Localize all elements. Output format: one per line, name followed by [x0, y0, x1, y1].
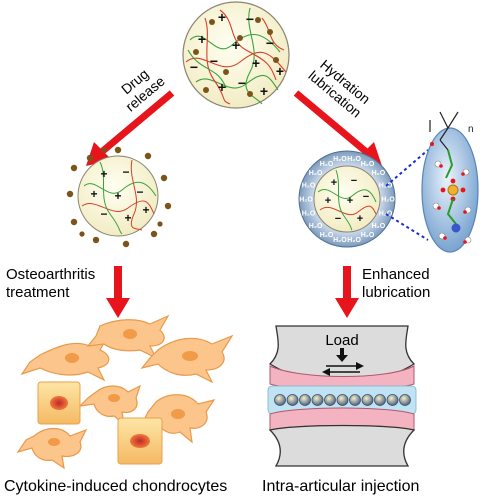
- down-arrow-icon: [106, 266, 130, 318]
- charge-sign: +: [218, 9, 226, 25]
- charge-sign: +: [114, 189, 121, 203]
- water-molecule-label: H₂O: [320, 161, 334, 168]
- oa-line-2: treatment: [6, 284, 70, 301]
- water-molecule-label: H₂O: [302, 211, 316, 218]
- charge-sign: −: [246, 11, 254, 27]
- charge-sign: +: [218, 79, 226, 95]
- nanoparticle-bead: [386, 394, 399, 406]
- drug-molecules: [66, 146, 172, 248]
- charge-sign: −: [210, 53, 218, 69]
- zoom-lines: [385, 149, 429, 241]
- water-molecule-label: H₂O: [320, 232, 334, 239]
- water-molecule-label: H₂O: [299, 197, 313, 204]
- charge-sign: −: [351, 175, 357, 187]
- water-molecule-label: H₂O: [309, 223, 323, 230]
- water-molecule-label: H₂O: [372, 170, 386, 177]
- down-arrow-icon: [335, 266, 359, 318]
- knee-joint-illustration: Load: [267, 325, 417, 467]
- charge-sign: +: [357, 213, 363, 225]
- chondrocytes-illustration: [16, 314, 234, 470]
- nanoparticle-bead: [374, 394, 386, 406]
- nanoparticle-bead: [324, 394, 336, 406]
- charge-sign: +: [90, 187, 97, 201]
- polymer-repeat-n: n: [468, 124, 474, 135]
- oa-line-1: Osteoarthritis: [6, 266, 96, 283]
- hydrated-nanoparticle: + − + + − − + H₂OH₂OH₂OH₂OH₂OH₂OH₂OH₂OH₂…: [298, 149, 429, 248]
- charge-sign: +: [347, 195, 353, 207]
- water-molecule-label: H₂O: [379, 211, 393, 218]
- charge-sign: −: [136, 185, 143, 199]
- water-molecule-label: H₂O: [309, 170, 323, 177]
- double-arrow-icon: [322, 362, 364, 376]
- charge-sign: +: [331, 177, 337, 189]
- charge-sign: −: [266, 35, 274, 51]
- water-molecule-label: H₂O: [381, 197, 395, 204]
- nanoparticle-bead: [361, 394, 374, 406]
- water-molecule-label: H₂O: [379, 183, 393, 190]
- nanoparticle-bead: [299, 394, 311, 406]
- nanoparticle-bead: [336, 394, 349, 406]
- water-molecule-label: H₂O: [333, 156, 347, 163]
- charge-sign: −: [190, 59, 198, 75]
- nanoparticle-bead: [274, 394, 286, 406]
- charge-sign: +: [260, 83, 268, 99]
- charge-sign: −: [363, 191, 369, 203]
- nanoparticle-bead: [311, 394, 324, 406]
- charge-sign: +: [124, 211, 131, 225]
- water-molecule-label: H₂O: [347, 237, 361, 244]
- charge-sign: +: [276, 63, 284, 79]
- enhanced-line-2: lubrication: [362, 284, 431, 301]
- charge-sign: +: [142, 203, 149, 217]
- chondrocytes-caption: Cytokine-induced chondrocytes: [4, 478, 228, 495]
- cartilage-cells: [37, 381, 163, 465]
- water-molecule-label: H₂O: [347, 156, 361, 163]
- charge-sign: −: [100, 207, 107, 221]
- charge-sign: +: [232, 37, 240, 53]
- water-molecule-label: H₂O: [361, 232, 375, 239]
- water-molecule-label: H₂O: [361, 161, 375, 168]
- zwitterion-polymer-capsule: n: [421, 111, 479, 253]
- injection-caption: Intra-articular injection: [262, 478, 420, 495]
- enhanced-line-1: Enhanced: [362, 266, 430, 283]
- charge-sign: −: [335, 213, 341, 225]
- charge-sign: −: [238, 75, 246, 91]
- enhanced-lubrication-label: Enhanced lubrication: [362, 266, 430, 302]
- charge-sign: +: [325, 195, 331, 207]
- nanoparticle-bead: [286, 394, 299, 406]
- water-molecule-label: H₂O: [333, 237, 347, 244]
- hydration-layer: H₂OH₂OH₂OH₂OH₂OH₂OH₂OH₂OH₂OH₂OH₂OH₂OH₂OH…: [299, 156, 395, 244]
- charge-sign: +: [252, 55, 260, 71]
- load-label: Load: [325, 332, 358, 349]
- nanoparticle-bead: [399, 394, 411, 406]
- drug-released-nanoparticle: + − + + − − + +: [66, 146, 172, 248]
- osteoarthritis-label: Osteoarthritis treatment: [6, 266, 95, 302]
- top-nanoparticle: + − + + − − + − + + − +: [182, 1, 290, 109]
- charge-sign: −: [122, 165, 129, 179]
- load-down-arrow-icon: [336, 348, 348, 362]
- water-molecule-label: H₂O: [302, 183, 316, 190]
- charge-sign: +: [198, 31, 206, 47]
- injected-nanoparticles: [274, 394, 411, 406]
- charge-sign: +: [100, 167, 107, 181]
- nanoparticle-bead: [349, 394, 361, 406]
- water-molecule-label: H₂O: [372, 223, 386, 230]
